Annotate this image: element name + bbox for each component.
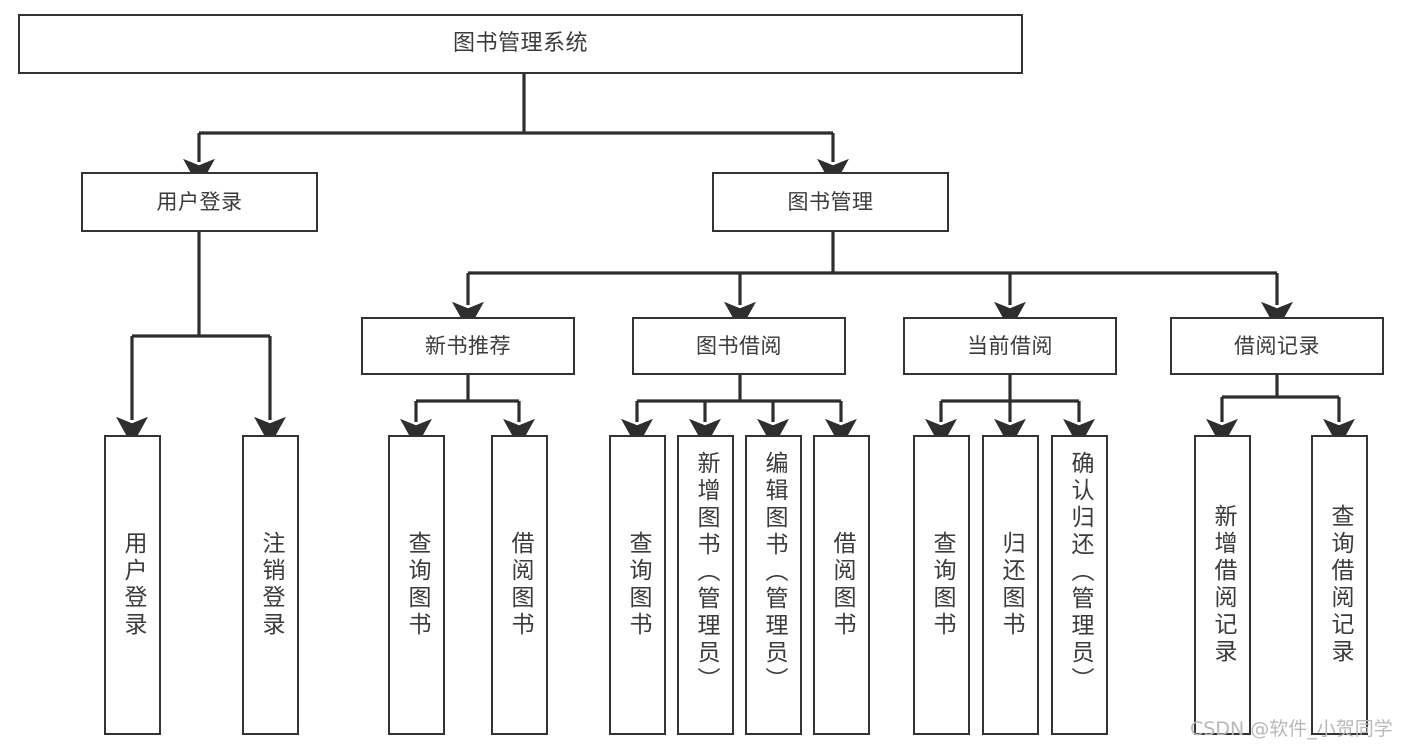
leaf-add-book-admin[interactable]: 新增图书（管理员） — [677, 435, 734, 735]
leaf-user-login[interactable]: 用户登录 — [104, 435, 161, 735]
node-label: 注销登录 — [258, 531, 284, 639]
node-label: 确认归还（管理员） — [1067, 451, 1093, 694]
node-label: 编辑图书（管理员） — [761, 451, 787, 694]
node-label: 用户登录 — [120, 531, 146, 639]
node-label: 借阅记录 — [1234, 333, 1320, 358]
node-label: 借阅图书 — [507, 531, 533, 639]
node-book-management[interactable]: 图书管理 — [712, 172, 949, 232]
node-label: 用户登录 — [156, 189, 243, 214]
node-label: 图书借阅 — [696, 333, 782, 358]
leaf-return-book[interactable]: 归还图书 — [982, 435, 1039, 735]
node-label: 查询图书 — [625, 531, 651, 639]
leaf-edit-book-admin[interactable]: 编辑图书（管理员） — [745, 435, 802, 735]
node-label: 当前借阅 — [967, 333, 1053, 358]
leaf-borrow-book-recommend[interactable]: 借阅图书 — [491, 435, 548, 735]
node-label: 查询图书 — [404, 531, 430, 639]
node-label: 归还图书 — [998, 531, 1024, 639]
node-label: 新增图书（管理员） — [693, 451, 719, 694]
node-root-book-management-system[interactable]: 图书管理系统 — [18, 14, 1023, 74]
node-label: 借阅图书 — [829, 531, 855, 639]
node-label: 图书管理系统 — [452, 31, 588, 57]
leaf-query-book-recommend[interactable]: 查询图书 — [388, 435, 445, 735]
node-label: 查询图书 — [929, 531, 955, 639]
node-label: 新书推荐 — [425, 333, 511, 358]
leaf-add-borrow-record[interactable]: 新增借阅记录 — [1194, 435, 1251, 735]
node-label: 新增借阅记录 — [1210, 504, 1236, 666]
node-book-borrow[interactable]: 图书借阅 — [632, 317, 846, 375]
node-user-login[interactable]: 用户登录 — [81, 172, 318, 232]
node-borrow-record[interactable]: 借阅记录 — [1170, 317, 1384, 375]
leaf-query-book-borrow[interactable]: 查询图书 — [609, 435, 666, 735]
node-label: 图书管理 — [787, 189, 874, 214]
leaf-borrow-book-borrow[interactable]: 借阅图书 — [813, 435, 870, 735]
node-new-book-recommend[interactable]: 新书推荐 — [361, 317, 575, 375]
leaf-logout-login[interactable]: 注销登录 — [242, 435, 299, 735]
csdn-watermark: CSDN @软件_小贺同学 — [1190, 718, 1393, 740]
leaf-query-borrow-record[interactable]: 查询借阅记录 — [1311, 435, 1368, 735]
leaf-query-book-current[interactable]: 查询图书 — [913, 435, 970, 735]
leaf-confirm-return-admin[interactable]: 确认归还（管理员） — [1051, 435, 1108, 735]
node-current-borrow[interactable]: 当前借阅 — [903, 317, 1117, 375]
node-label: 查询借阅记录 — [1327, 504, 1353, 666]
